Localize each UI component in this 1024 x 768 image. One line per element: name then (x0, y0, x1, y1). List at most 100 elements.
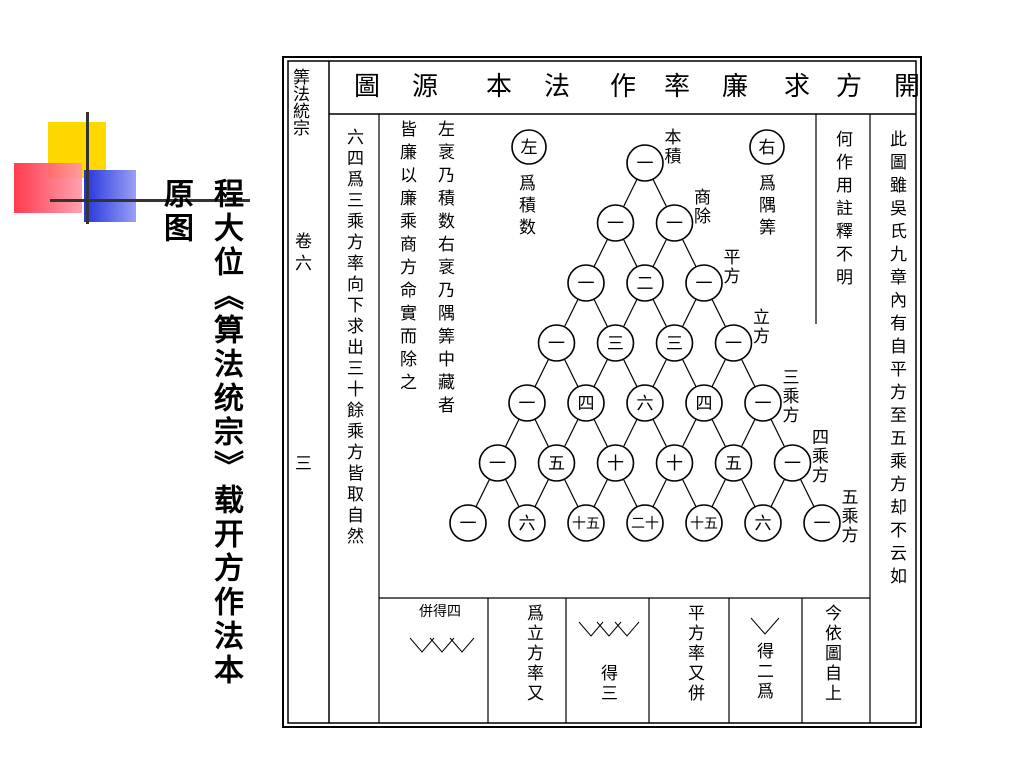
triangle-node-value: 一 (814, 514, 831, 534)
page-side-label: 筭法統宗 (289, 68, 309, 136)
row-label-5: 乘 (783, 387, 800, 407)
triangle-node-circle (714, 444, 753, 482)
triangle-node-circle (655, 204, 694, 242)
bottom-cell-4: 得三 (597, 664, 617, 704)
triangle-node-circle (508, 504, 546, 542)
triangle-node-circle (567, 384, 605, 422)
bottom-cell-1: 今依圖自上 (821, 604, 841, 704)
row-label-2: 除 (694, 207, 711, 227)
sketch-vee (429, 637, 455, 653)
bottom-cell-2: 得二爲 (753, 642, 773, 702)
sketch-vee (750, 617, 780, 635)
bottom-cell-3: 平方率又併 (684, 604, 704, 704)
triangle-node-value: 五 (548, 454, 565, 474)
left-mark-note: 爲積数 (515, 174, 535, 240)
triangle-node-circle (744, 504, 782, 542)
row-label-7: 乘 (842, 507, 859, 527)
header-char-9: 源 (412, 72, 439, 102)
triangle-node-circle (596, 324, 635, 362)
triangle-node-value: 三 (607, 334, 624, 354)
row-label-4: 立 (753, 308, 770, 328)
accent-horizontal-line (50, 199, 250, 202)
triangle-node-circle (449, 504, 487, 542)
outer-border (282, 56, 922, 728)
triangle-node-circle (685, 264, 723, 302)
triangle-node-circle (655, 444, 694, 482)
row-label-7: 方 (842, 526, 859, 546)
inner-border (287, 60, 917, 724)
triangle-node-circle (714, 324, 753, 362)
row-label-4: 方 (753, 327, 770, 347)
triangle-node-circle (626, 144, 664, 182)
row-label-5: 三 (783, 368, 800, 388)
header-char-4: 廉 (722, 72, 749, 102)
triangle-node-value: 一 (519, 394, 536, 414)
triangle-node-value: 一 (578, 274, 595, 294)
triangle-node-circle (596, 204, 635, 242)
triangle-node-value: 一 (755, 394, 772, 414)
triangle-node-value: 一 (607, 214, 624, 234)
triangle-node-value: 二十 (631, 516, 659, 532)
triangle-node-circle (537, 444, 576, 482)
triangle-node-value: 一 (489, 454, 506, 474)
triangle-node-value: 二 (637, 274, 654, 294)
row-label-6: 乘 (812, 447, 829, 467)
triangle-node-circle (596, 444, 635, 482)
triangle-node-value: 一 (725, 334, 742, 354)
triangle-node-value: 四 (578, 394, 595, 414)
header-char-7: 法 (544, 72, 571, 102)
bottom-cell-6: 併得四 (394, 604, 486, 724)
page-leaf-number: 三 (291, 454, 311, 476)
header-char-10: 圖 (354, 72, 381, 102)
right-mark-circle (749, 129, 785, 165)
left-mark-circle (511, 129, 547, 165)
triangle-node-circle (626, 384, 664, 422)
header-char-6: 作 (610, 72, 637, 102)
left-column-2: 皆廉以廉乘商方命實而除之 (396, 120, 416, 396)
right-column-2: 何作用註釋不明 (832, 130, 852, 291)
row-label-1: 積 (665, 147, 682, 167)
right-column-1: 此圖雖吳氏九章內有自平方至五乘方却不云如 (886, 130, 906, 590)
triangle-node-value: 一 (548, 334, 565, 354)
page-frame: 一一一一二一一三三一一四六四一一五十十五一一六十五二十十五六一本積商除平方立方三… (282, 56, 922, 728)
header-char-1: 開 (894, 72, 921, 102)
row-label-5: 方 (783, 406, 800, 426)
triangle-node-value: 十 (666, 454, 683, 474)
header-char-5: 率 (664, 72, 691, 102)
slide-title: 程大位《算法统宗》载开方作法本原图 (158, 178, 243, 688)
scanned-page: 一一一一二一一三三一一四六四一一五十十五一一六十五二十十五六一本積商除平方立方三… (282, 56, 922, 728)
triangle-node-circle (626, 264, 664, 302)
triangle-node-circle (626, 504, 664, 542)
triangle-node-circle (478, 444, 517, 482)
accent-red-square (14, 163, 82, 213)
triangle-node-value: 三 (666, 334, 683, 354)
triangle-node-circle (655, 324, 694, 362)
triangle-node-value: 一 (637, 154, 654, 174)
sketch-vee (449, 637, 475, 653)
header-char-3: 求 (784, 72, 811, 102)
triangle-node-value: 一 (696, 274, 713, 294)
triangle-node-value: 四 (696, 394, 713, 414)
right-mark-text: 右 (759, 138, 776, 158)
triangle-node-circle (685, 504, 723, 542)
bottom-cell-6-text: 併得四 (419, 604, 461, 620)
triangle-node-value: 五 (725, 454, 742, 474)
sketch-vee (614, 621, 640, 637)
row-label-6: 四 (812, 428, 829, 448)
triangle-node-value: 十五 (572, 516, 600, 532)
sketch-vee (596, 621, 622, 637)
row-label-3: 平 (724, 248, 741, 268)
triangle-node-circle (773, 444, 812, 482)
header-char-2: 方 (836, 72, 863, 102)
triangle-node-circle (567, 504, 605, 542)
triangle-node-value: 十五 (690, 516, 718, 532)
accent-blue-square (84, 170, 136, 222)
triangle-node-circle (685, 384, 723, 422)
triangle-node-value: 六 (637, 394, 654, 414)
row-label-6: 方 (812, 466, 829, 486)
triangle-node-circle (567, 264, 605, 302)
triangle-node-value: 一 (784, 454, 801, 474)
row-label-3: 方 (724, 267, 741, 287)
bottom-cell-5: 爲立方率又 (523, 604, 543, 704)
triangle-node-circle (744, 384, 782, 422)
